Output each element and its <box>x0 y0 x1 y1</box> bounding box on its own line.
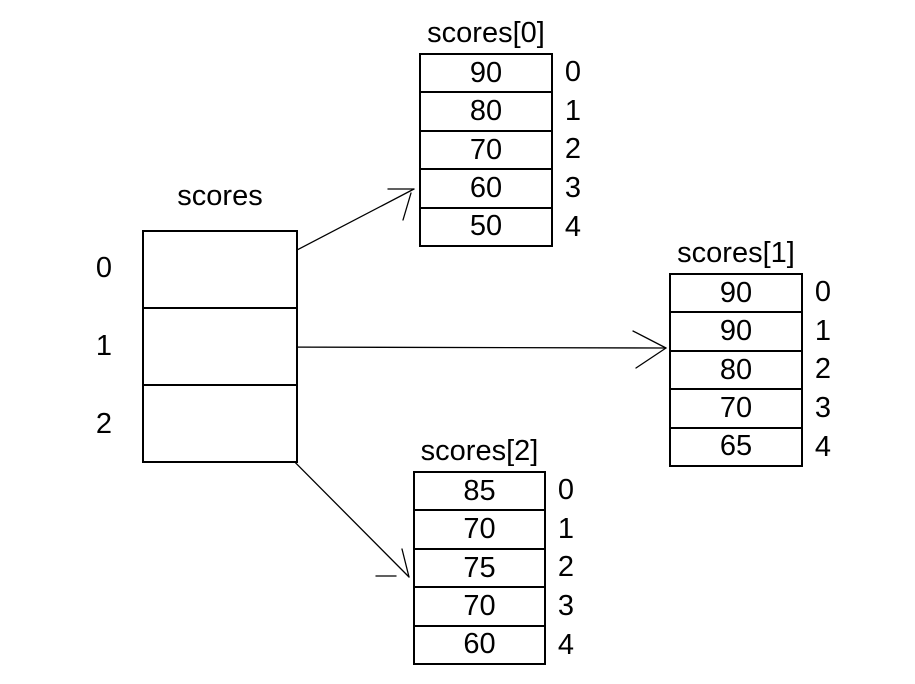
scores1-value-3: 70 <box>671 388 801 426</box>
scores2-index-3: 3 <box>557 590 575 623</box>
scores1-table: 90 90 80 70 65 <box>669 273 803 467</box>
root-cell-1 <box>144 307 296 384</box>
scores0-index-2: 2 <box>564 133 582 166</box>
scores2-index-0: 0 <box>557 473 575 506</box>
arrowhead-barb <box>401 548 410 578</box>
scores2-value-2: 75 <box>415 547 544 586</box>
root-array-box <box>142 230 298 463</box>
scores0-value-4: 50 <box>421 206 551 245</box>
scores2-value-1: 70 <box>415 509 544 547</box>
arrow-line <box>251 346 667 349</box>
scores0-index-3: 3 <box>564 172 582 205</box>
scores0-value-3: 60 <box>421 168 551 206</box>
scores1-index-1: 1 <box>814 314 832 347</box>
root-index-column: 0 1 2 <box>84 230 124 463</box>
scores2-index-column: 0 1 2 3 4 <box>546 471 586 665</box>
scores2-table: 85 70 75 70 60 <box>413 471 546 665</box>
root-cell-0 <box>144 232 296 307</box>
scores1-index-2: 2 <box>814 353 832 386</box>
root-index-1: 1 <box>95 330 113 362</box>
scores0-title: scores[0] <box>427 17 545 49</box>
arrow-root1-to-scores1 <box>251 330 667 369</box>
root-array-title: scores <box>177 180 263 212</box>
arrowhead-barb <box>632 330 667 349</box>
root-index-2: 2 <box>95 407 113 440</box>
scores1-index-0: 0 <box>814 275 832 308</box>
scores0-index-column: 0 1 2 3 4 <box>553 53 593 247</box>
arrowhead-barb <box>402 192 412 221</box>
scores1-index-column: 0 1 2 3 4 <box>803 273 843 467</box>
scores2-value-4: 60 <box>415 624 544 663</box>
scores1-index-4: 4 <box>814 431 832 464</box>
scores0-value-0: 90 <box>469 56 503 89</box>
scores2-value-0: 85 <box>463 474 496 507</box>
scores2-value-3: 70 <box>415 586 544 624</box>
scores0-value-2: 70 <box>421 129 551 168</box>
arrowhead-barb <box>635 347 667 369</box>
scores2-index-4: 4 <box>557 629 575 662</box>
scores0-value-1: 80 <box>421 91 551 129</box>
scores0-index-4: 4 <box>564 211 582 244</box>
root-cell-2 <box>144 384 296 461</box>
scores2-index-2: 2 <box>557 551 575 584</box>
scores1-value-2: 80 <box>671 349 801 388</box>
scores2-index-1: 1 <box>557 512 575 545</box>
scores1-index-3: 3 <box>814 392 832 425</box>
scores0-table: 90 80 70 60 50 <box>419 53 553 247</box>
scores0-index-1: 1 <box>564 94 582 127</box>
scores1-value-1: 90 <box>671 311 801 349</box>
scores1-title: scores[1] <box>677 237 795 269</box>
scores0-index-0: 0 <box>564 55 582 88</box>
scores1-value-0: 90 <box>719 276 753 309</box>
scores1-value-4: 65 <box>671 426 801 465</box>
scores2-title: scores[2] <box>420 435 539 467</box>
root-index-0: 0 <box>95 252 113 285</box>
